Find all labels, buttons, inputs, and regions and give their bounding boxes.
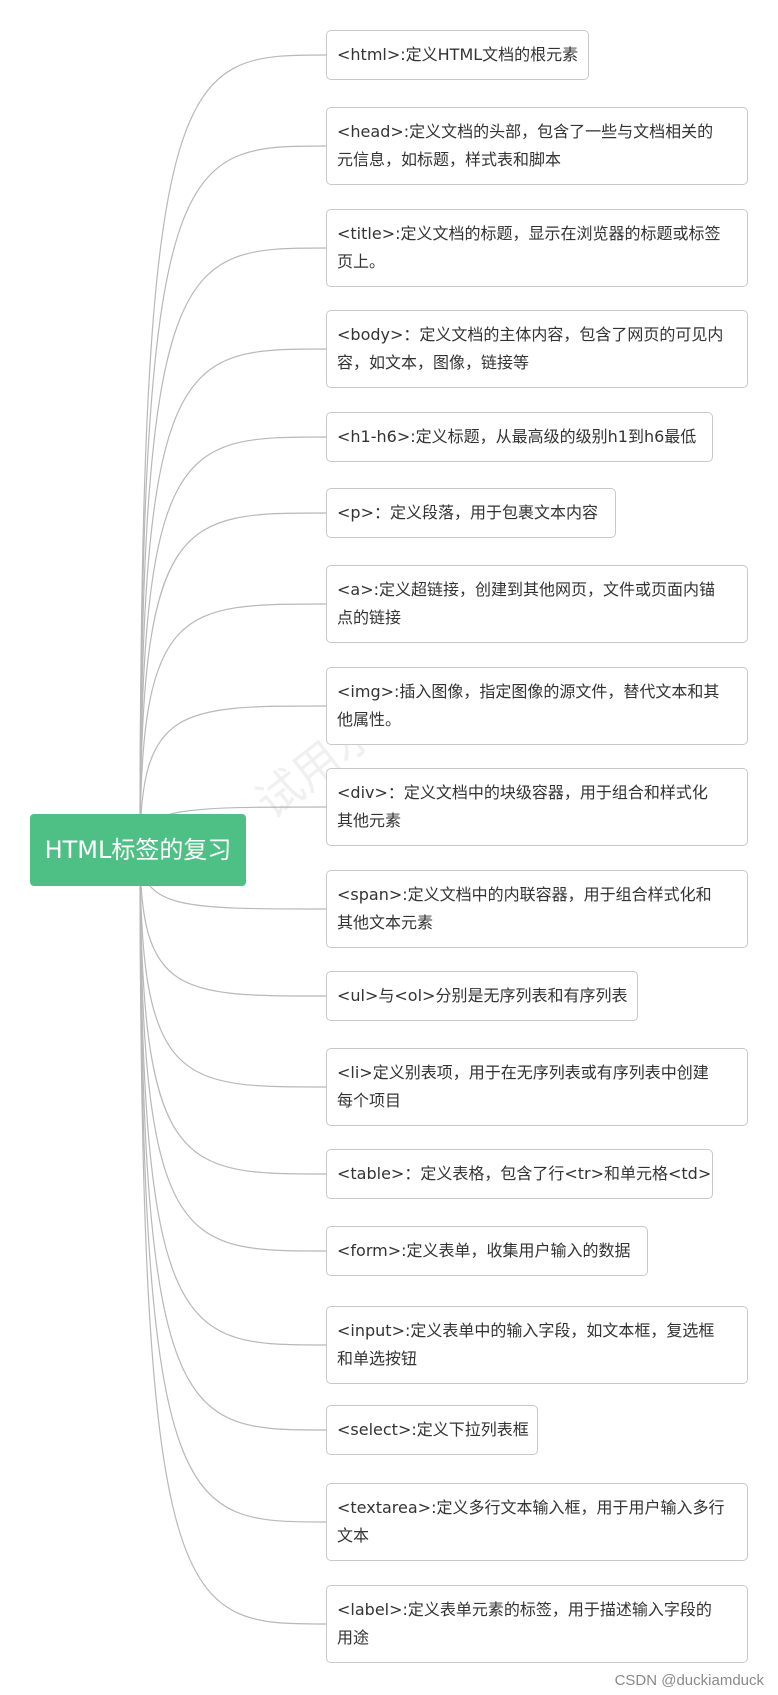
branch-text-line: <html>:定义HTML文档的根元素 — [337, 45, 579, 64]
branch-text-line: <label>:定义表单元素的标签，用于描述输入字段的 — [337, 1600, 712, 1619]
branch-node[interactable]: <head>:定义文档的头部，包含了一些与文档相关的元信息，如标题，样式表和脚本 — [326, 107, 748, 185]
connector-line — [139, 849, 327, 1431]
branch-text-line: <h1-h6>:定义标题，从最高级的级别h1到h6最低 — [337, 427, 697, 446]
branch-node[interactable]: <body>：定义文档的主体内容，包含了网页的可见内容，如文本，图像，链接等 — [326, 310, 748, 388]
branch-node[interactable]: <h1-h6>:定义标题，从最高级的级别h1到h6最低 — [326, 412, 713, 462]
connector-line — [139, 512, 327, 851]
branch-node[interactable]: <div>：定义文档中的块级容器，用于组合和样式化其他元素 — [326, 768, 748, 846]
branch-node[interactable]: <table>：定义表格，包含了行<tr>和单元格<td> — [326, 1149, 713, 1199]
branch-text-line: <input>:定义表单中的输入字段，如文本框，复选框 — [337, 1321, 715, 1340]
branch-node[interactable]: <p>：定义段落，用于包裹文本内容 — [326, 488, 616, 538]
branch-text-line: 其他文本元素 — [337, 913, 434, 932]
branch-node[interactable]: <span>:定义文档中的内联容器，用于组合样式化和其他文本元素 — [326, 870, 748, 948]
branch-text-line: 每个项目 — [337, 1091, 402, 1110]
connector-line — [139, 849, 327, 1625]
branch-text-line: <title>:定义文档的标题，显示在浏览器的标题或标签 — [337, 224, 721, 243]
branch-text-line: 页上。 — [337, 252, 386, 271]
branch-text-line: <body>：定义文档的主体内容，包含了网页的可见内 — [337, 325, 724, 344]
branch-node[interactable]: <form>:定义表单，收集用户输入的数据 — [326, 1226, 648, 1276]
branch-node[interactable]: <label>:定义表单元素的标签，用于描述输入字段的用途 — [326, 1585, 748, 1663]
connector-line — [139, 54, 327, 851]
connector-line — [139, 145, 327, 851]
connector-line — [139, 247, 327, 851]
branch-node[interactable]: <textarea>:定义多行文本输入框，用于用户输入多行文本 — [326, 1483, 748, 1561]
branch-text-line: <img>:插入图像，指定图像的源文件，替代文本和其 — [337, 682, 720, 701]
branch-node[interactable]: <html>:定义HTML文档的根元素 — [326, 30, 589, 80]
branch-node[interactable]: <img>:插入图像，指定图像的源文件，替代文本和其他属性。 — [326, 667, 748, 745]
branch-text-line: 和单选按钮 — [337, 1349, 418, 1368]
branch-text-line: 容，如文本，图像，链接等 — [337, 353, 530, 372]
branch-text-line: <table>：定义表格，包含了行<tr>和单元格<td> — [337, 1164, 712, 1183]
connector-line — [139, 348, 327, 851]
branch-text-line: <form>:定义表单，收集用户输入的数据 — [337, 1241, 631, 1260]
branch-node[interactable]: <select>:定义下拉列表框 — [326, 1405, 538, 1455]
branch-text-line: 元信息，如标题，样式表和脚本 — [337, 150, 562, 169]
connector-line — [139, 849, 327, 1175]
branch-node[interactable]: <a>:定义超链接，创建到其他网页，文件或页面内锚点的链接 — [326, 565, 748, 643]
branch-text-line: <textarea>:定义多行文本输入框，用于用户输入多行 — [337, 1498, 725, 1517]
credit-text: CSDN @duckiamduck — [614, 1672, 764, 1689]
connector-line — [139, 705, 327, 851]
branch-text-line: <head>:定义文档的头部，包含了一些与文档相关的 — [337, 122, 714, 141]
branch-text-line: <a>:定义超链接，创建到其他网页，文件或页面内锚 — [337, 580, 716, 599]
branch-text-line: <div>：定义文档中的块级容器，用于组合和样式化 — [337, 783, 708, 802]
branch-node[interactable]: <input>:定义表单中的输入字段，如文本框，复选框和单选按钮 — [326, 1306, 748, 1384]
branch-text-line: <p>：定义段落，用于包裹文本内容 — [337, 503, 598, 522]
connector-line — [139, 849, 327, 997]
connector-line — [139, 436, 327, 851]
branch-text-line: 他属性。 — [337, 710, 402, 729]
connector-line — [139, 849, 327, 1088]
branch-text-line: <li>定义别表项，用于在无序列表或有序列表中创建 — [337, 1063, 709, 1082]
branch-node[interactable]: <li>定义别表项，用于在无序列表或有序列表中创建每个项目 — [326, 1048, 748, 1126]
connector-line — [139, 849, 327, 1252]
branch-text-line: 其他元素 — [337, 811, 402, 830]
branch-text-line: <span>:定义文档中的内联容器，用于组合样式化和 — [337, 885, 712, 904]
connector-line — [139, 849, 327, 1523]
branch-text-line: <ul>与<ol>分别是无序列表和有序列表 — [337, 986, 628, 1005]
branch-text-line: 点的链接 — [337, 608, 402, 627]
branch-node[interactable]: <ul>与<ol>分别是无序列表和有序列表 — [326, 971, 638, 1021]
branch-text-line: <select>:定义下拉列表框 — [337, 1420, 529, 1439]
branch-node[interactable]: <title>:定义文档的标题，显示在浏览器的标题或标签页上。 — [326, 209, 748, 287]
branch-text-line: 文本 — [337, 1526, 370, 1545]
connector-line — [139, 603, 327, 851]
root-topic[interactable]: HTML标签的复习 — [30, 814, 246, 886]
branch-text-line: 用途 — [337, 1628, 370, 1647]
connector-line — [139, 849, 327, 1346]
